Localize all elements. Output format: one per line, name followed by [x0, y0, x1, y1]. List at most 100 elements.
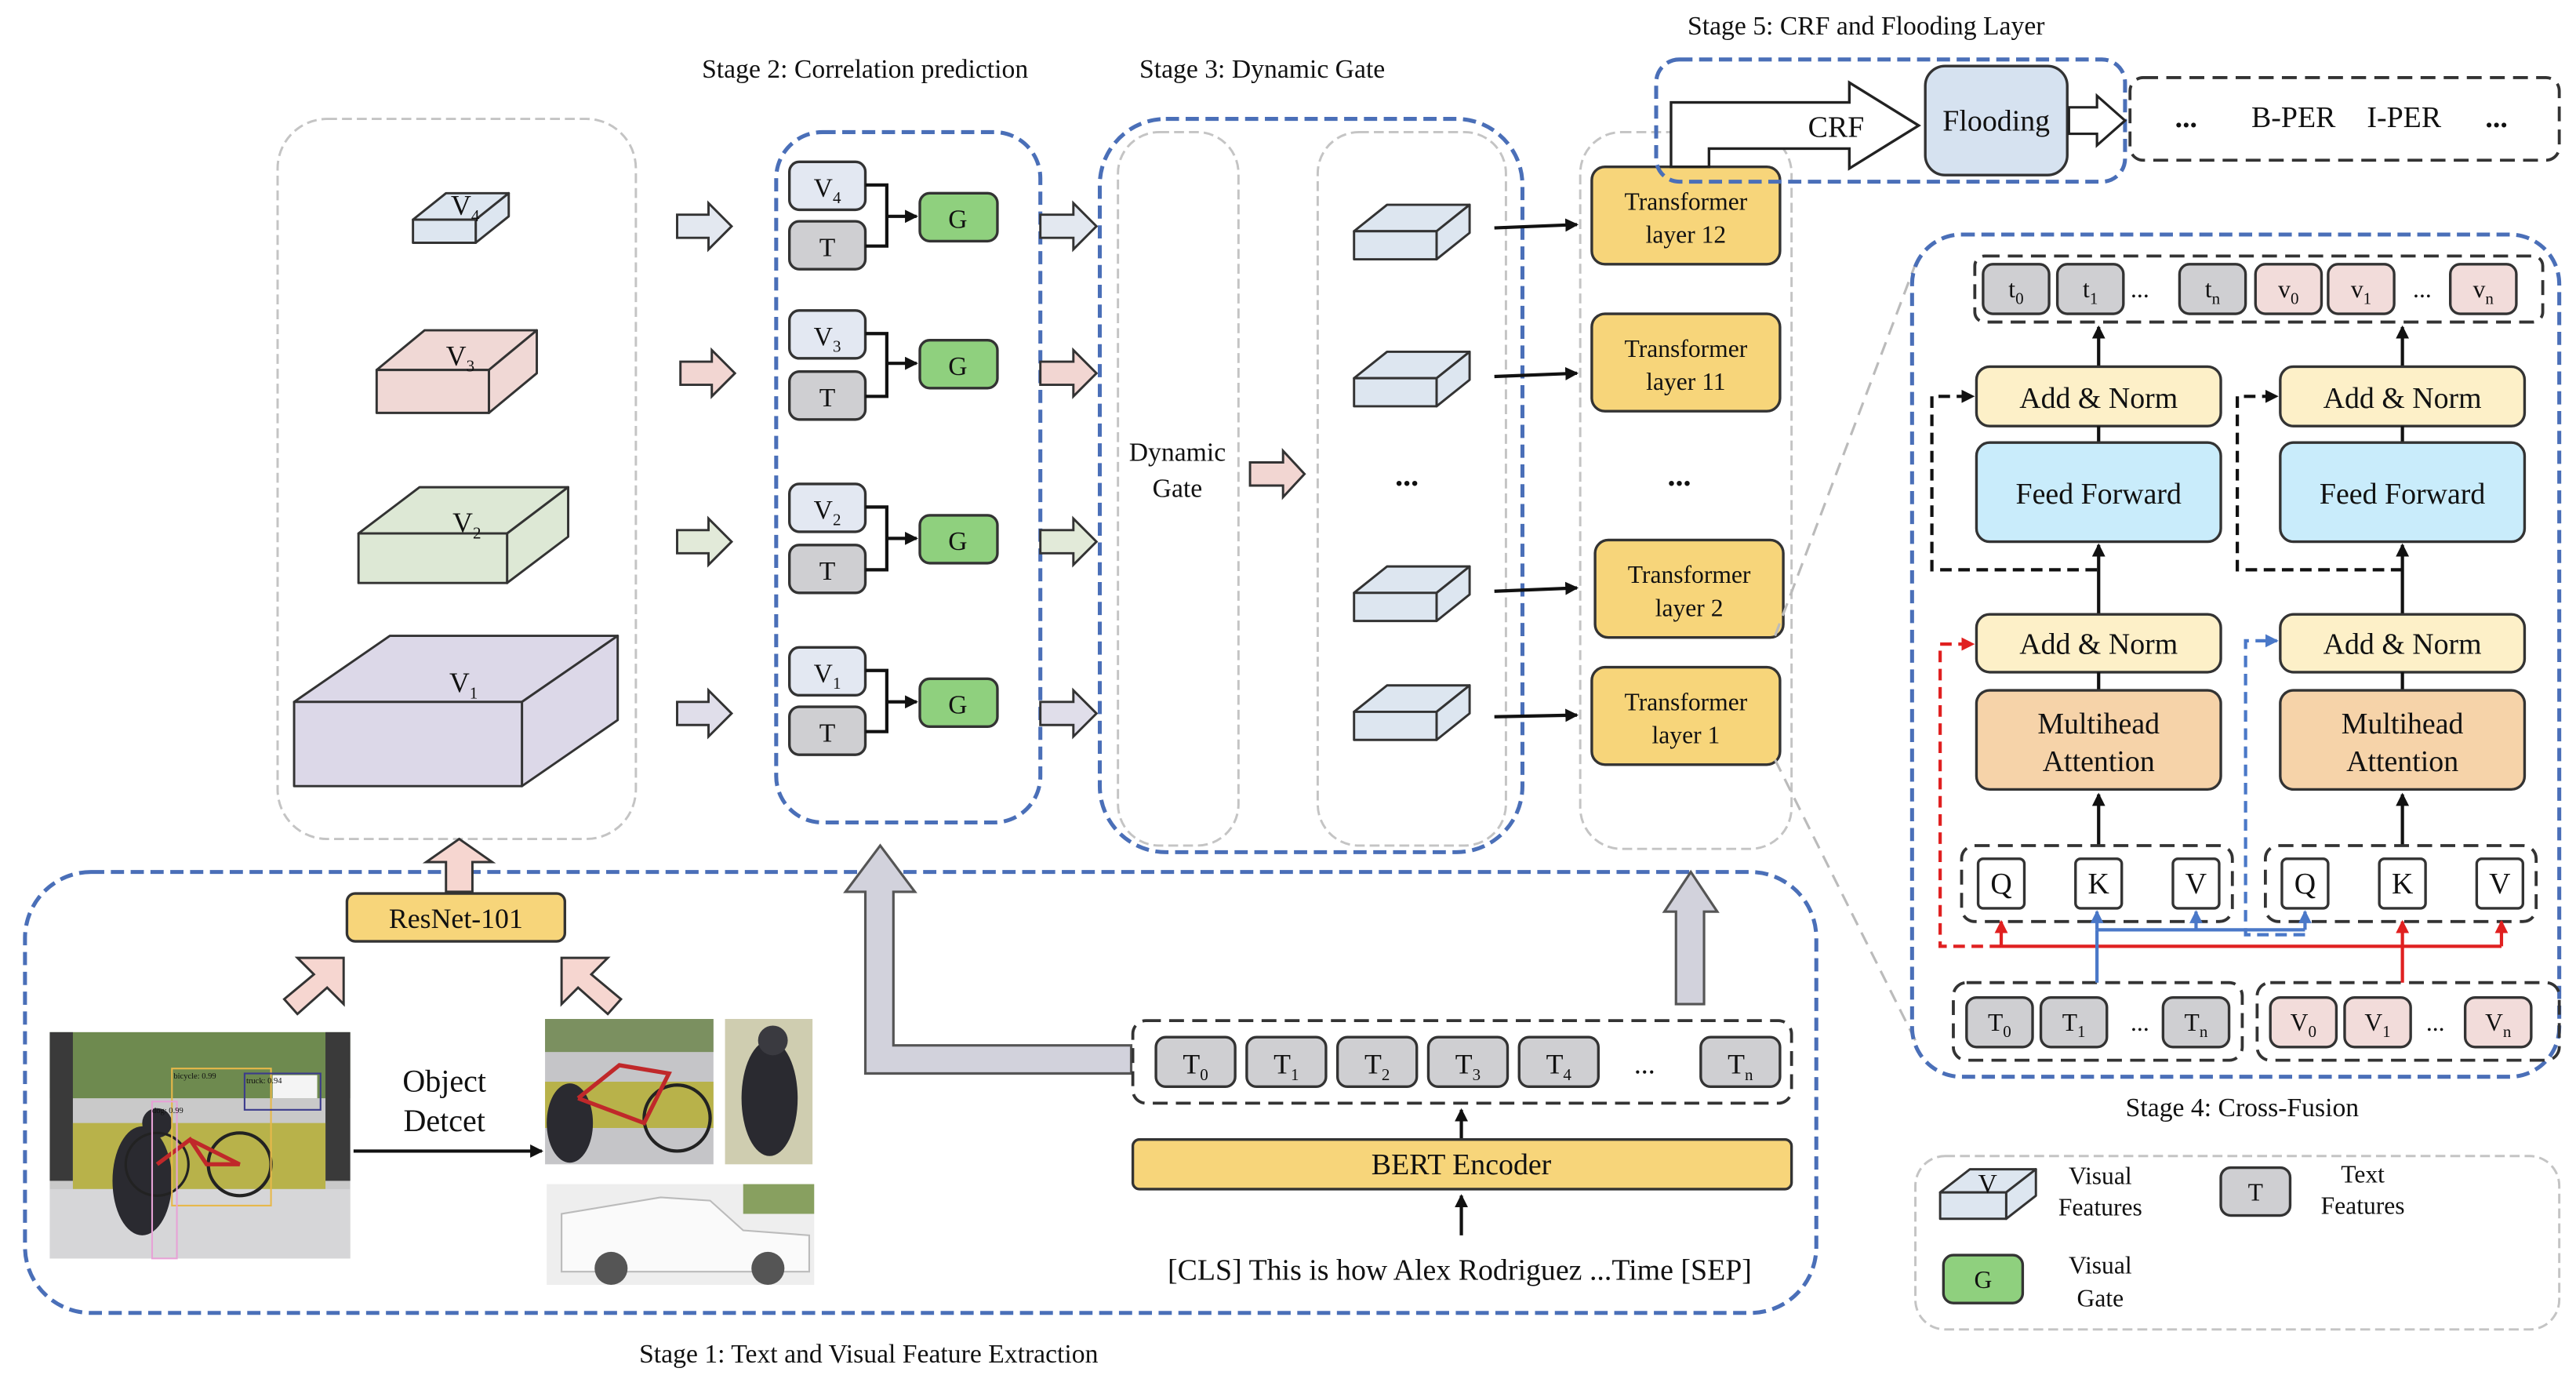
transformer-layer-12: Transformer layer 12	[1590, 165, 1782, 266]
fused-token	[2327, 263, 2396, 315]
visual-gate-box	[918, 339, 999, 390]
token-ellipsis: ...	[2413, 275, 2432, 303]
output-label-b-per: B-PER	[2251, 101, 2336, 134]
gated-feature-block	[1353, 350, 1471, 408]
gated-feature-block	[1353, 203, 1471, 261]
stage3-title: Stage 3: Dynamic Gate	[1139, 55, 1385, 84]
gated-feature-column	[1316, 130, 1507, 847]
fused-token-label: vn	[2473, 275, 2494, 307]
output-ellipsis: ...	[2485, 101, 2507, 134]
bert-token-row	[1131, 1019, 1793, 1105]
token-ellipsis: ...	[1634, 1049, 1655, 1080]
bert-token	[1517, 1035, 1600, 1089]
legend-visual-features-icon	[1938, 1168, 2037, 1221]
token-label: T1	[2062, 1009, 2086, 1041]
layer-label: Transformer	[1628, 561, 1751, 588]
output-ellipsis: ...	[2175, 101, 2197, 134]
add-norm-label: Add & Norm	[2323, 382, 2482, 415]
gate-label: G	[948, 206, 967, 235]
fused-token-label: t1	[2083, 275, 2098, 307]
fused-token	[2449, 263, 2518, 315]
feature-extraction-panel	[23, 870, 1818, 1315]
bert-token-label: T3	[1455, 1049, 1481, 1084]
bert-token	[1154, 1035, 1237, 1089]
visual-feature-v1-block	[292, 635, 619, 788]
feed-forward-box	[1975, 441, 2222, 544]
text-token	[2039, 995, 2109, 1049]
dynamic-gate-panel	[1097, 117, 1524, 854]
dynamic-gate-label-line2: Gate	[1153, 475, 1203, 504]
block-arrow-shape	[1039, 200, 1099, 253]
legend-panel	[1914, 1155, 2561, 1331]
visual-gate-box	[918, 677, 999, 729]
legend-visual-features-label: Features	[2058, 1194, 2142, 1221]
merge-bracket	[865, 668, 888, 733]
zoom-connector-line	[1774, 264, 1917, 637]
resnet-box	[345, 892, 567, 943]
arrow-up-left-icon	[560, 956, 623, 1016]
v4-label: V4	[451, 190, 480, 225]
legend-visual-gate-icon	[1942, 1253, 2025, 1304]
merge-bracket	[865, 505, 888, 572]
flooding-box	[1924, 64, 2069, 176]
visual-feature-v3-block	[375, 329, 539, 414]
bert-token-label: T1	[1273, 1049, 1299, 1084]
multihead-label: Attention	[2346, 745, 2458, 778]
multihead-label: Attention	[2043, 745, 2155, 778]
add-norm-label: Add & Norm	[2019, 382, 2178, 415]
fused-token	[2055, 263, 2125, 315]
bert-token-label: T4	[1546, 1049, 1572, 1084]
detection-label-dog: dog: 0.99	[152, 1107, 183, 1115]
layer-label: layer 2	[1655, 594, 1724, 621]
visual-token-label: V1	[814, 660, 841, 693]
gated-feature-block	[1353, 565, 1471, 623]
cropped-truck-image	[547, 1184, 815, 1285]
arrow-right-icon	[679, 347, 737, 399]
stage2-title: Stage 2: Correlation prediction	[702, 55, 1028, 84]
text-token-label: T	[819, 719, 836, 748]
cropped-dog-image	[725, 1019, 813, 1165]
layer-label: Transformer	[1625, 688, 1748, 715]
qkv-label: Q	[2294, 868, 2316, 901]
transformer-layer-11: Transformer layer 11	[1590, 312, 1782, 413]
text-token-label: T	[819, 557, 836, 586]
slab-front-face	[1353, 591, 1438, 623]
bert-token-label: Tn	[1728, 1049, 1753, 1084]
block-arrow-shape	[1039, 515, 1099, 568]
add-norm-label: Add & Norm	[2323, 628, 2482, 661]
flooding-label: Flooding	[1942, 104, 2050, 137]
legend-text-features-icon	[2219, 1166, 2292, 1217]
token-label: V1	[2364, 1009, 2390, 1041]
visual-token-label: V3	[814, 322, 841, 355]
text-token-row	[1952, 981, 2244, 1062]
bert-token-label: T0	[1183, 1049, 1208, 1084]
stage4-title: Stage 4: Cross-Fusion	[2126, 1093, 2360, 1122]
bert-token	[1426, 1035, 1510, 1089]
fused-token-label: t0	[2008, 275, 2023, 307]
token-label: Vn	[2485, 1009, 2512, 1041]
arrow-right-icon	[1039, 687, 1099, 740]
token-ellipsis: ...	[2131, 1009, 2149, 1036]
bert-token	[1335, 1035, 1419, 1089]
token-ellipsis: ...	[2131, 275, 2149, 303]
object-detect-label-line2: Detcet	[403, 1103, 485, 1138]
slab-front-face	[292, 700, 524, 788]
arrow-right-icon	[1039, 515, 1099, 568]
merge-bracket	[865, 183, 888, 248]
fused-token-label: v1	[2351, 275, 2371, 307]
residual-connection	[2235, 389, 2403, 572]
arrow-up-right-icon	[282, 956, 345, 1016]
text-token	[2161, 995, 2231, 1049]
bert-encoder-label: BERT Encoder	[1372, 1148, 1552, 1181]
qkv-box	[2074, 857, 2124, 910]
visual-token	[2269, 995, 2338, 1049]
multihead-attention-box	[2279, 689, 2527, 791]
block-arrow-shape	[676, 515, 734, 568]
slab-front-face	[1353, 710, 1438, 741]
bert-token-label: T2	[1364, 1049, 1390, 1084]
feed-forward-label: Feed Forward	[2320, 478, 2485, 511]
visual-gate-box	[918, 514, 999, 565]
qkv-label: K	[2088, 868, 2109, 901]
